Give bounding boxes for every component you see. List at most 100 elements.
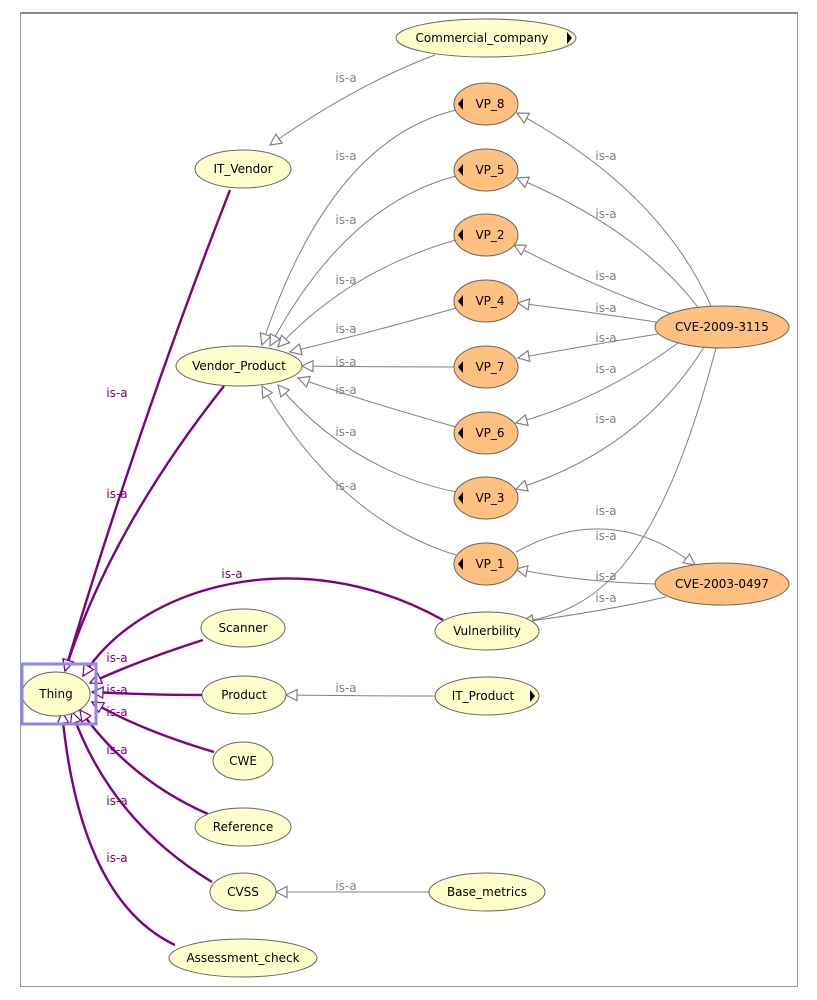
edge-it_product-to-product bbox=[285, 694, 436, 697]
node-ellipse[interactable] bbox=[654, 305, 790, 349]
node-ellipse[interactable] bbox=[453, 476, 519, 520]
arrowhead bbox=[515, 112, 531, 125]
edge-label: is-a bbox=[595, 362, 616, 376]
collapse-left-icon[interactable] bbox=[458, 427, 463, 439]
edge-label: is-a bbox=[335, 213, 356, 227]
node-ellipse[interactable] bbox=[453, 542, 519, 586]
edge-assessment_check-to-thing bbox=[60, 711, 176, 947]
node-vp-3[interactable]: VP_3 bbox=[453, 476, 519, 520]
node-ellipse[interactable] bbox=[453, 411, 519, 455]
node-ellipse[interactable] bbox=[201, 675, 287, 715]
node-vp-8[interactable]: VP_8 bbox=[453, 82, 519, 126]
edge-label: is-a bbox=[106, 794, 127, 808]
node-it-vendor[interactable]: IT_Vendor bbox=[194, 149, 292, 189]
node-vp-4[interactable]: VP_4 bbox=[453, 279, 519, 323]
edge-cve_2009_3115-to-vp_4 bbox=[517, 302, 657, 323]
collapse-left-icon[interactable] bbox=[458, 229, 463, 241]
node-ellipse[interactable] bbox=[175, 345, 303, 387]
collapse-left-icon[interactable] bbox=[458, 295, 463, 307]
node-label: Base_metrics bbox=[447, 885, 527, 899]
collapse-left-icon[interactable] bbox=[458, 558, 463, 570]
node-ellipse[interactable] bbox=[212, 741, 274, 781]
node-vp-2[interactable]: VP_2 bbox=[453, 213, 519, 257]
arrowhead bbox=[516, 298, 531, 311]
node-vp-1[interactable]: VP_1 bbox=[453, 542, 519, 586]
node-vp-5[interactable]: VP_5 bbox=[453, 148, 519, 192]
node-reference[interactable]: Reference bbox=[194, 807, 292, 847]
collapse-left-icon[interactable] bbox=[458, 164, 463, 176]
node-label: IT_Vendor bbox=[213, 162, 272, 176]
node-thing[interactable]: Thing bbox=[21, 671, 91, 717]
node-label: Product bbox=[221, 688, 267, 702]
node-ellipse[interactable] bbox=[453, 279, 519, 323]
edge-cve_2009_3115-to-vp_5 bbox=[516, 177, 701, 311]
edge-cve_2009_3115-to-vp_6 bbox=[515, 342, 679, 424]
collapse-left-icon[interactable] bbox=[458, 98, 463, 110]
node-commercial-company[interactable]: Commercial_company bbox=[395, 18, 577, 58]
node-vendor-product[interactable]: Vendor_Product bbox=[175, 345, 303, 387]
node-ellipse[interactable] bbox=[395, 18, 577, 58]
node-ellipse[interactable] bbox=[654, 562, 790, 606]
arrowhead bbox=[514, 479, 530, 492]
node-ellipse[interactable] bbox=[194, 149, 292, 189]
node-ellipse[interactable] bbox=[428, 872, 546, 912]
arrowhead bbox=[514, 564, 529, 578]
expand-right-icon[interactable] bbox=[567, 32, 572, 44]
node-vp-7[interactable]: VP_7 bbox=[453, 345, 519, 389]
node-label: IT_Product bbox=[452, 689, 515, 703]
expand-right-icon[interactable] bbox=[530, 690, 535, 702]
edge-label: is-a bbox=[335, 879, 356, 893]
node-product[interactable]: Product bbox=[201, 675, 287, 715]
node-ellipse[interactable] bbox=[209, 872, 277, 912]
edge-cve_2003_0497-to-vulnerbility bbox=[521, 596, 667, 623]
node-assessment-check[interactable]: Assessment_check bbox=[168, 938, 318, 978]
node-ellipse[interactable] bbox=[168, 938, 318, 978]
edge-cve_2009_3115-to-vp_7 bbox=[517, 333, 659, 359]
edge-label: is-a bbox=[595, 591, 616, 605]
arrowhead bbox=[277, 334, 291, 348]
node-cve-2003-0497[interactable]: CVE-2003-0497 bbox=[654, 562, 790, 606]
node-base-metrics[interactable]: Base_metrics bbox=[428, 872, 546, 912]
graph-canvas[interactable] bbox=[20, 12, 798, 987]
selection-highlight bbox=[20, 662, 98, 726]
edge-label: is-a bbox=[106, 487, 127, 501]
edge-vp_7-to-vendor_product bbox=[301, 365, 457, 368]
arrowhead bbox=[296, 375, 312, 388]
node-ellipse[interactable] bbox=[453, 213, 519, 257]
edge-cve_2003_0497-to-vp_1 bbox=[515, 568, 656, 585]
node-vulnerbility[interactable]: Vulnerbility bbox=[434, 611, 540, 651]
node-label: VP_2 bbox=[475, 228, 504, 242]
arrowhead bbox=[69, 710, 82, 726]
collapse-left-icon[interactable] bbox=[458, 361, 463, 373]
arrowhead bbox=[512, 244, 528, 257]
edge-label: is-a bbox=[106, 651, 127, 665]
node-cve-2009-3115[interactable]: CVE-2009-3115 bbox=[654, 305, 790, 349]
edge-cwe-to-thing bbox=[91, 700, 215, 754]
node-cwe[interactable]: CWE bbox=[212, 741, 274, 781]
edge-label: is-a bbox=[595, 504, 616, 518]
node-label: VP_1 bbox=[475, 557, 504, 571]
node-ellipse[interactable] bbox=[434, 611, 540, 651]
node-vp-6[interactable]: VP_6 bbox=[453, 411, 519, 455]
node-cvss[interactable]: CVSS bbox=[209, 872, 277, 912]
node-ellipse[interactable] bbox=[453, 148, 519, 192]
node-ellipse[interactable] bbox=[434, 676, 540, 716]
edge-label: is-a bbox=[335, 383, 356, 397]
node-label: CVE-2009-3115 bbox=[675, 320, 769, 334]
arrowhead bbox=[515, 176, 531, 189]
edge-label: is-a bbox=[106, 705, 127, 719]
edge-vp_5-to-vendor_product bbox=[269, 175, 457, 347]
node-ellipse[interactable] bbox=[453, 345, 519, 389]
node-ellipse[interactable] bbox=[453, 82, 519, 126]
edge-label: is-a bbox=[595, 331, 616, 345]
node-scanner[interactable]: Scanner bbox=[200, 608, 286, 648]
collapse-left-icon[interactable] bbox=[458, 492, 463, 504]
arrowhead bbox=[79, 708, 93, 724]
node-label: Assessment_check bbox=[186, 951, 299, 965]
node-it-product[interactable]: IT_Product bbox=[434, 676, 540, 716]
node-ellipse[interactable] bbox=[194, 807, 292, 847]
node-ellipse[interactable] bbox=[200, 608, 286, 648]
edge-label: is-a bbox=[595, 301, 616, 315]
node-label: VP_4 bbox=[475, 294, 504, 308]
